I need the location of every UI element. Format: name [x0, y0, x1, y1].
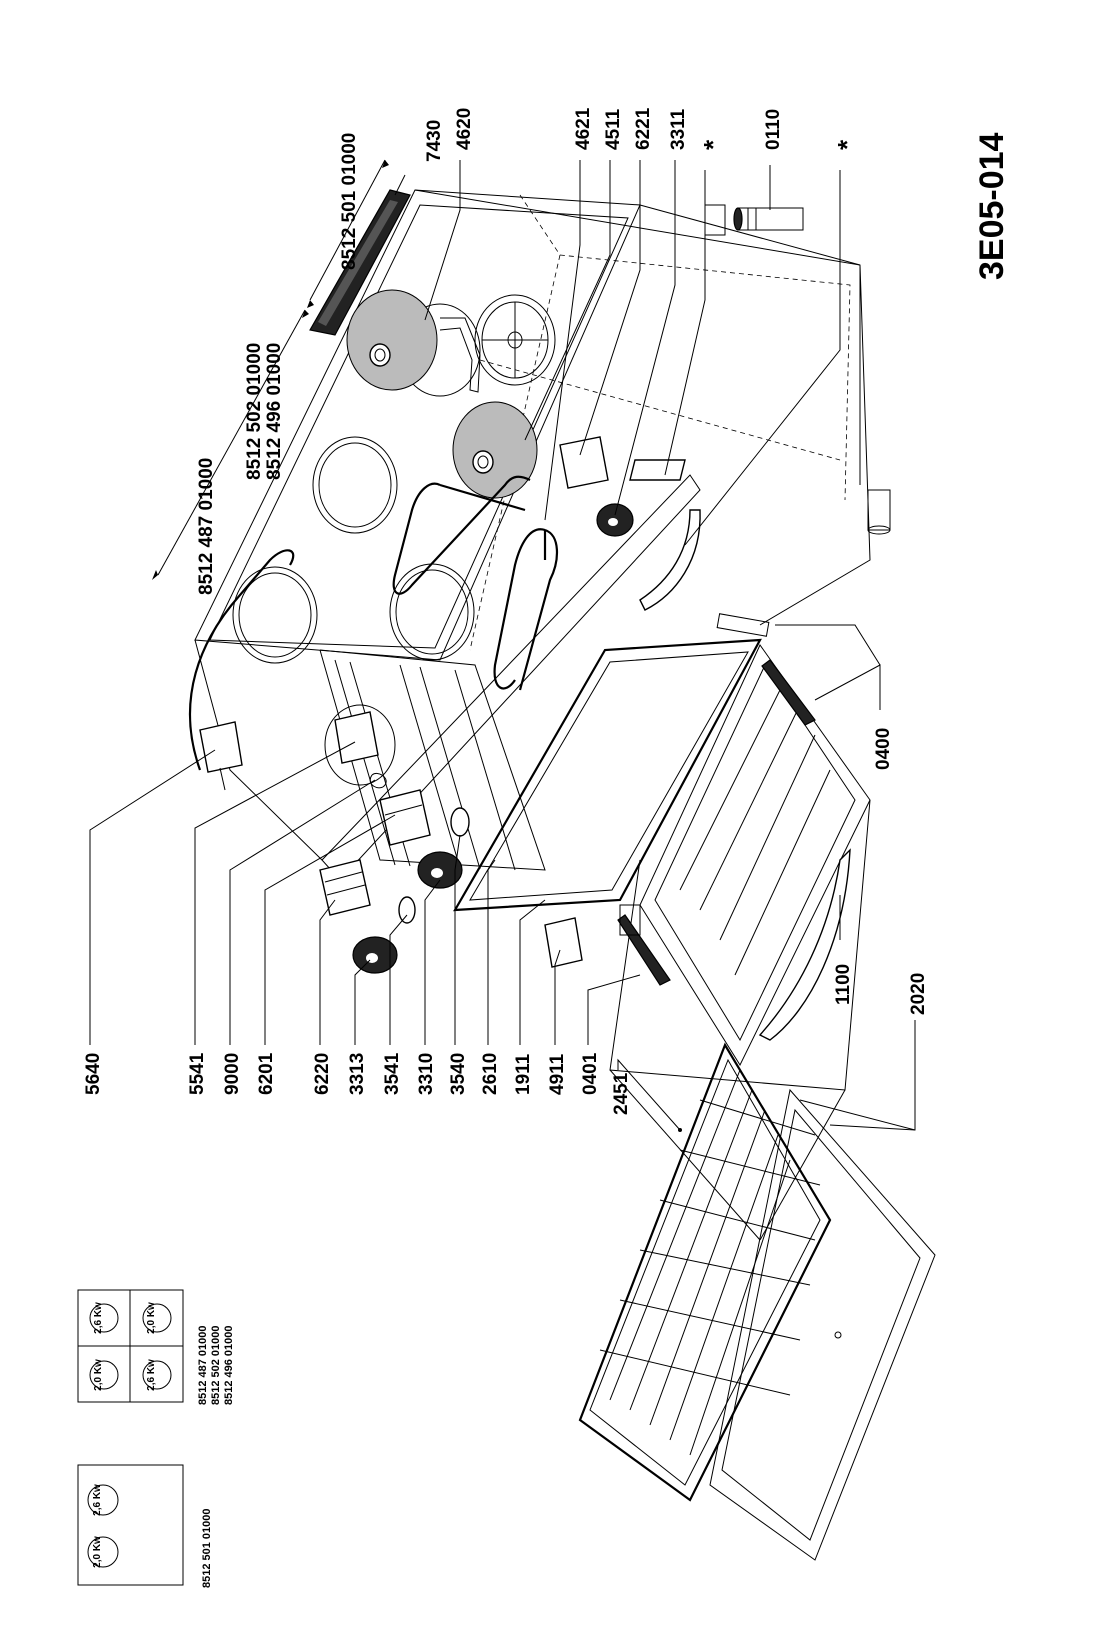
- terminal-block: [544, 459, 686, 968]
- hob-code-labels: 8512 487 01000 8512 502 01000 8512 496 0…: [196, 133, 360, 595]
- oven-element-upper: [392, 475, 531, 595]
- part-label: 0110: [763, 109, 784, 150]
- selector-switch: [199, 721, 243, 791]
- zone-label: 2,6 Kw: [146, 1359, 157, 1391]
- hob-code: 8512 496 01000: [264, 343, 285, 480]
- part-label: 1100: [833, 964, 854, 1005]
- part-label: 5541: [187, 1052, 208, 1095]
- part-label: 3311: [668, 108, 689, 150]
- hotplate-rear: [346, 289, 438, 391]
- leader-lines: [89, 160, 916, 1131]
- baking-tray: [709, 1088, 936, 1561]
- cooker-body: [194, 189, 891, 1241]
- part-label: 3313: [347, 1053, 368, 1095]
- diagram-code: 3E05-014: [973, 132, 1011, 280]
- oven-light: [733, 207, 804, 231]
- hob-code: 8512 502 01000: [244, 343, 265, 480]
- part-label: 6220: [312, 1053, 333, 1095]
- zone-symbol: 2,0 Kw: [142, 1302, 172, 1334]
- zone-label: 2,0 Kw: [92, 1536, 103, 1568]
- zone-symbol: 2,0 Kw: [87, 1536, 119, 1568]
- thermostat: [334, 711, 379, 764]
- oven-door: [639, 644, 871, 1067]
- zone-symbol: 2,0 Kw: [89, 1359, 119, 1391]
- control-knob-1: [352, 936, 398, 974]
- part-label: 5640: [83, 1053, 104, 1095]
- part-label: 7430: [424, 120, 445, 162]
- energy-regulator-3: [559, 436, 609, 489]
- labels-left: 5640 5541 9000 6201 6220 3313 3541 3310 …: [83, 1052, 632, 1115]
- hob-code: 8512 501 01000: [339, 133, 360, 270]
- oven-shelf: [578, 1042, 832, 1502]
- hotplate-bracket: [439, 317, 481, 393]
- part-label: 0401: [580, 1052, 601, 1095]
- part-label: 1911: [513, 1053, 534, 1095]
- rear-trim-rail: [309, 189, 411, 336]
- part-label: 3540: [448, 1053, 469, 1095]
- control-knob-2: [417, 851, 463, 889]
- part-label: 2451: [611, 1072, 632, 1115]
- part-label: 6221: [633, 107, 654, 150]
- hotplate-front: [452, 401, 538, 499]
- zone-label: 2,0 Kw: [93, 1359, 104, 1391]
- part-label: 3310: [416, 1053, 437, 1095]
- labels-bottom: 0400 1100 2020: [833, 728, 929, 1015]
- hinge-upper: [716, 613, 816, 726]
- part-label: 4620: [454, 108, 475, 150]
- control-knob-3: [596, 503, 634, 537]
- zone-label: 2,0 Kw: [146, 1302, 157, 1334]
- part-label: 0400: [873, 728, 894, 770]
- zone-symbol: 2,6 Kw: [89, 1302, 119, 1334]
- energy-regulator-2: [379, 789, 431, 846]
- part-label: 3541: [382, 1052, 403, 1095]
- hinge-lower: [617, 904, 671, 986]
- grill-element: [188, 549, 295, 771]
- legend-code: 8512 502 01000: [210, 1325, 222, 1405]
- part-label: 2020: [908, 973, 929, 1015]
- zone-symbol: 2,6 Kw: [87, 1484, 119, 1516]
- part-label: 9000: [222, 1053, 243, 1095]
- dimension-arrows: [152, 159, 389, 580]
- part-label: 2610: [480, 1053, 501, 1095]
- energy-regulator-1: [319, 859, 371, 916]
- zone-symbol: 2,6 Kw: [142, 1359, 172, 1391]
- labels-top: 7430 4620 4621 4511 6221 3311 * 0110 *: [424, 107, 862, 162]
- door-handle: [758, 848, 851, 1041]
- zone-label: 2,6 Kw: [93, 1302, 104, 1334]
- hotplate-element-disc: [474, 294, 556, 386]
- hob-code: 8512 487 01000: [196, 458, 217, 595]
- part-label: *: [698, 139, 728, 150]
- shelf-runners: [319, 649, 546, 871]
- part-label: 4621: [573, 107, 594, 150]
- oven-element-lower: [493, 528, 558, 691]
- part-label: 4511: [603, 108, 624, 150]
- side-handle: [639, 509, 701, 611]
- door-frame: [453, 638, 762, 912]
- legend-code: 8512 487 01000: [197, 1325, 209, 1405]
- legend-code: 8512 501 01000: [201, 1508, 213, 1588]
- zone-label: 2,6 Kw: [92, 1484, 103, 1516]
- legend-box-2-zone: 2,6 Kw 2,0 Kw 8512 501 01000: [77, 1464, 213, 1588]
- legend-code: 8512 496 01000: [223, 1325, 235, 1405]
- part-label: 6201: [256, 1052, 277, 1095]
- part-label: *: [832, 139, 862, 150]
- part-label: 4911: [547, 1053, 568, 1095]
- legend-box-4-zone: 2,6 Kw 2,0 Kw 2,0 Kw 2,6 Kw 8512 487 010…: [77, 1289, 235, 1405]
